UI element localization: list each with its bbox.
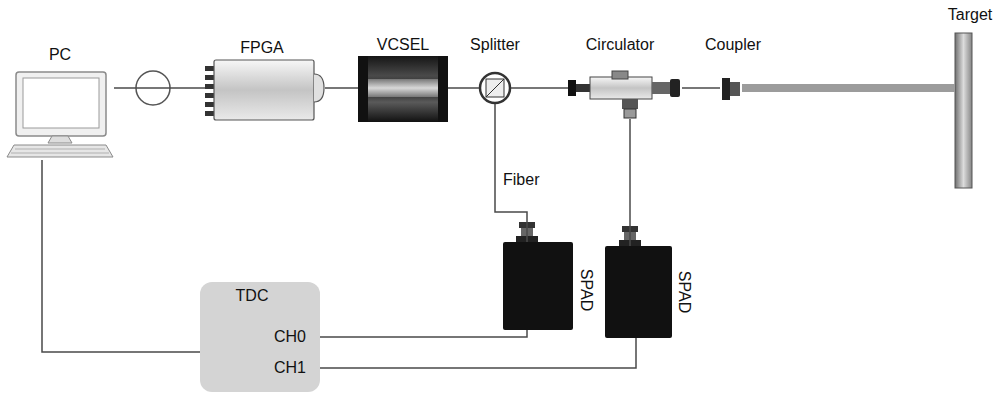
splitter-cube-face (486, 79, 504, 97)
laser-node: VCSEL (358, 56, 448, 122)
connector (622, 99, 638, 109)
connector (670, 79, 680, 97)
splitter-mount (480, 73, 510, 103)
monitor-screen (23, 78, 99, 128)
computer-node: PC (8, 68, 114, 160)
keyboard (7, 145, 113, 157)
vcsel-cap (358, 56, 368, 122)
edge-label: Fiber (501, 171, 541, 189)
device-label: Circulator (586, 36, 654, 54)
detector-box: SPAD (605, 246, 672, 338)
channel-label: CH0 (274, 328, 306, 346)
vcsel-body (358, 56, 448, 122)
tdc-box: TDC CH0CH1 (200, 282, 320, 392)
device-label: PC (49, 46, 71, 64)
cable-line (114, 87, 205, 89)
vcsel-module (358, 56, 448, 122)
fpga-body (214, 60, 314, 120)
cable-line (320, 338, 636, 368)
connector (624, 109, 636, 118)
cable-line (320, 330, 527, 337)
keyboard-keys (11, 149, 109, 153)
device-label: Target (948, 6, 992, 24)
connector (576, 84, 590, 92)
device-label: Coupler (705, 36, 761, 54)
splitter-cube (480, 73, 510, 103)
monitor-stand (48, 136, 72, 143)
circulator-node: Circulator (568, 71, 682, 119)
circulator-device (568, 71, 680, 118)
device-label: TDC (236, 287, 269, 305)
connector (568, 80, 576, 96)
fpga-node: FPGA (205, 60, 325, 120)
device-label: SPAD (675, 271, 693, 313)
vcsel-cap (438, 56, 448, 122)
cable-line (511, 87, 568, 89)
coupler-device (722, 78, 740, 100)
computer-icon (7, 72, 113, 157)
laser-beam (742, 84, 955, 92)
channel-label: CH1 (274, 359, 306, 377)
cable-line (325, 87, 358, 89)
circulator-cap (612, 71, 628, 79)
device-label: FPGA (240, 39, 284, 57)
cable-line (682, 87, 720, 89)
vcsel-band (368, 79, 438, 97)
coupler-body (722, 78, 730, 100)
splitter-diagonal (486, 79, 504, 97)
cable-line (629, 119, 631, 246)
fpga-port (314, 74, 324, 102)
monitor-frame (16, 72, 106, 136)
target-node: Target (955, 33, 972, 188)
device-label: VCSEL (377, 36, 429, 54)
detector-box: SPAD (503, 242, 573, 330)
device-label: SPAD (577, 269, 595, 311)
cable-line (42, 160, 200, 352)
coupler-lens (730, 82, 740, 96)
splitter-node: Splitter (479, 72, 511, 104)
cable-line (448, 87, 479, 89)
connector (652, 82, 670, 94)
target-body (955, 33, 972, 188)
fpga-board (205, 60, 324, 120)
target-plate (955, 33, 972, 188)
coupler-node: Coupler (720, 76, 742, 102)
device-label: Splitter (470, 36, 520, 54)
circulator-body (590, 77, 652, 99)
